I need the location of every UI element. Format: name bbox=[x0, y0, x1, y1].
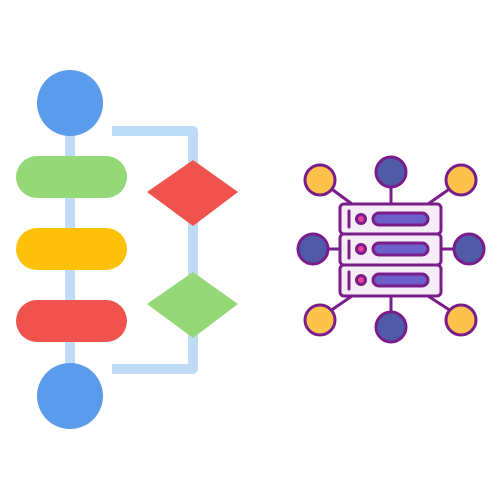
network-node-top bbox=[374, 155, 408, 189]
server-led-icon bbox=[355, 243, 367, 255]
network-node-bottom bbox=[374, 310, 408, 344]
network-links bbox=[326, 186, 457, 315]
server-led-icon bbox=[355, 274, 367, 286]
server-unit-top bbox=[338, 202, 443, 236]
process-bar-red bbox=[16, 300, 127, 342]
server-network-illustration bbox=[296, 155, 486, 344]
end-node-circle bbox=[37, 363, 103, 429]
decision-diamond-red bbox=[147, 160, 238, 226]
server-unit-middle bbox=[338, 232, 443, 267]
process-bar-yellow bbox=[16, 228, 127, 270]
network-node-right bbox=[452, 232, 486, 266]
server-unit-bottom bbox=[338, 263, 443, 298]
flowchart-illustration bbox=[16, 70, 238, 429]
drive-slot-icon bbox=[371, 272, 430, 288]
decision-diamond-green bbox=[147, 272, 238, 338]
network-node-bottom-right bbox=[444, 303, 478, 337]
network-node-left bbox=[296, 232, 330, 266]
process-bar-green bbox=[16, 156, 127, 198]
start-node-circle bbox=[37, 70, 103, 136]
network-node-bottom-left bbox=[303, 303, 337, 337]
server-led-icon bbox=[355, 213, 367, 225]
network-node-top-left bbox=[303, 163, 337, 197]
drive-slot-icon bbox=[371, 211, 430, 227]
drive-slot-icon bbox=[371, 241, 430, 257]
flow-branch-connector bbox=[112, 126, 198, 374]
network-node-top-right bbox=[444, 163, 478, 197]
